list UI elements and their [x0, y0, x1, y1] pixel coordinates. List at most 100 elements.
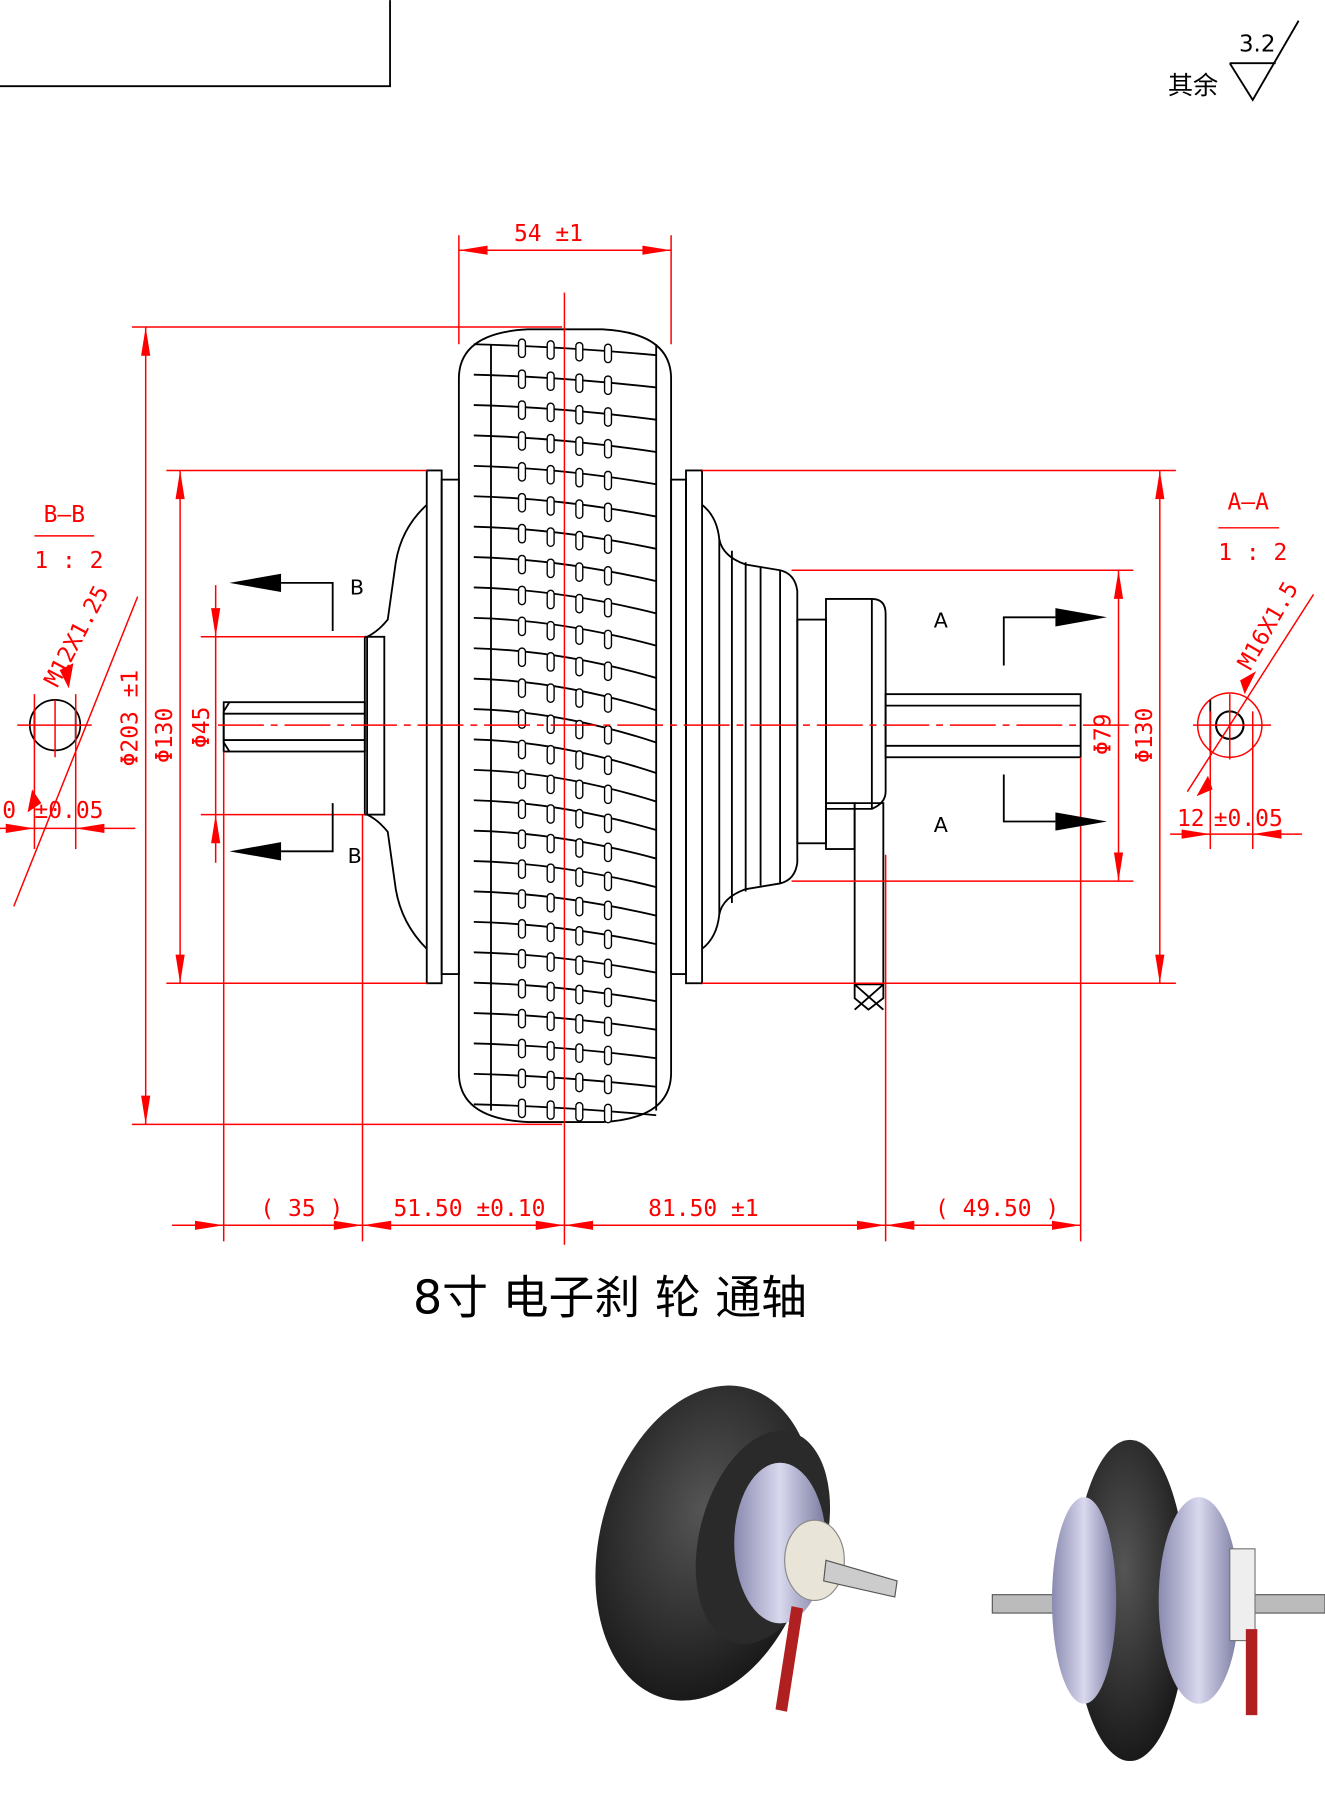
dim-axial-lengths: ( 35 ) 51.50 ±0.10 81.50 ±1 ( 49.50 ) — [172, 751, 1082, 1242]
tread-lug — [517, 948, 527, 969]
tread-rib — [473, 464, 657, 486]
tread-lug — [603, 534, 613, 554]
svg-text:0: 0 — [2, 798, 16, 824]
tire-outline — [457, 328, 673, 1123]
tread-lug — [517, 431, 527, 451]
tread-lug — [575, 1043, 584, 1064]
tread-lug — [546, 1070, 555, 1091]
tread-lug — [517, 400, 527, 420]
tread-lug — [575, 779, 584, 800]
tread-lug — [546, 714, 555, 735]
svg-text:B: B — [348, 844, 362, 868]
tread-rib — [473, 586, 657, 615]
svg-text:Φ130: Φ130 — [152, 708, 178, 763]
tread-lug — [575, 955, 584, 976]
tread-lug — [546, 744, 555, 765]
tread-lug — [546, 1011, 555, 1032]
section-marker-b: B B — [229, 573, 364, 868]
tread-lug — [517, 919, 527, 939]
surface-roughness-symbol: 其余 3.2 — [1168, 20, 1300, 102]
tread-lug — [603, 900, 613, 921]
tread-lug — [517, 616, 527, 637]
svg-text:Φ79: Φ79 — [1090, 714, 1116, 755]
tread-lug — [603, 470, 613, 491]
tread-rib — [473, 1072, 657, 1088]
title-block-frame — [0, 0, 391, 88]
tread-lug — [575, 373, 584, 394]
render-3d-view-2 — [991, 1439, 1325, 1762]
tread-lug — [575, 404, 584, 425]
tread-lug — [603, 1074, 613, 1095]
tread-lug — [575, 984, 584, 1005]
tread-lug — [603, 871, 613, 892]
tread-rib — [473, 404, 657, 421]
svg-text:1 : 2: 1 : 2 — [1218, 540, 1287, 566]
tire-tread — [473, 338, 657, 1124]
tread-rib — [473, 890, 657, 917]
tread-rib — [473, 708, 657, 744]
tread-lug — [546, 774, 555, 795]
svg-text:A—A: A—A — [1227, 489, 1269, 515]
tread-lug — [575, 926, 584, 946]
brake-housing — [825, 598, 887, 810]
tread-lug — [517, 1008, 527, 1029]
tread-lug — [546, 433, 555, 454]
svg-text:Φ45: Φ45 — [189, 707, 215, 748]
tread-lug — [603, 502, 613, 523]
tread-lug — [546, 1100, 555, 1120]
tread-lug — [517, 678, 527, 699]
tread-lug — [546, 683, 555, 703]
left-axle-shaft — [222, 701, 366, 753]
left-hub-body — [366, 504, 428, 950]
tread-rib — [473, 525, 657, 550]
tread-lug — [603, 629, 613, 650]
tread-lug — [575, 593, 584, 614]
tread-lug — [603, 1016, 613, 1037]
tread-rib — [473, 1042, 657, 1060]
tread-lug — [546, 981, 555, 1002]
tread-lug — [517, 492, 527, 513]
tread-lug — [546, 340, 555, 360]
section-marker-a: A A — [934, 608, 1108, 837]
svg-text:B: B — [350, 575, 364, 599]
tread-lug — [517, 462, 527, 482]
tread-lug — [517, 709, 527, 729]
tread-lug — [603, 724, 613, 745]
drawing-title: 8寸 电子刹 轮 通轴 — [413, 1271, 807, 1325]
tread-lug — [603, 597, 613, 618]
tread-rib — [473, 1103, 657, 1117]
tread-lug — [546, 863, 555, 884]
tread-lug — [546, 804, 555, 824]
tread-lug — [575, 750, 584, 770]
tread-lug — [575, 896, 584, 917]
svg-text:±0.05: ±0.05 — [34, 798, 103, 824]
tread-lug — [517, 889, 527, 909]
tread-lug — [603, 813, 613, 834]
roughness-label: 其余 — [1168, 71, 1218, 100]
tread-rib — [473, 1012, 657, 1031]
tread-rib — [473, 768, 657, 803]
tread-lug — [603, 1045, 613, 1066]
right-hub-body — [701, 504, 799, 950]
tread-rib — [473, 799, 657, 831]
tread-lug — [546, 496, 555, 516]
tread-lug — [575, 1072, 584, 1093]
tread-lug — [546, 464, 555, 485]
tread-lug — [575, 656, 584, 677]
tread-lug — [546, 558, 555, 579]
tread-lug — [603, 438, 613, 459]
tread-lug — [575, 838, 584, 858]
svg-text:54 ±1: 54 ±1 — [514, 221, 583, 247]
tread-lug — [546, 922, 555, 943]
tread-lug — [546, 402, 555, 423]
tread-lug — [517, 739, 527, 760]
tread-lug — [575, 1013, 584, 1034]
svg-text:81.50 ±1: 81.50 ±1 — [648, 1196, 758, 1222]
tread-lug — [517, 585, 527, 606]
tread-lug — [575, 467, 584, 488]
svg-text:Φ130: Φ130 — [1132, 708, 1158, 763]
tread-lug — [546, 589, 555, 610]
svg-text:M12X1.25: M12X1.25 — [40, 581, 115, 691]
section-aa-detail: A—A 1 : 2 M16X1.5 12 ±0.05 — [1170, 489, 1315, 850]
